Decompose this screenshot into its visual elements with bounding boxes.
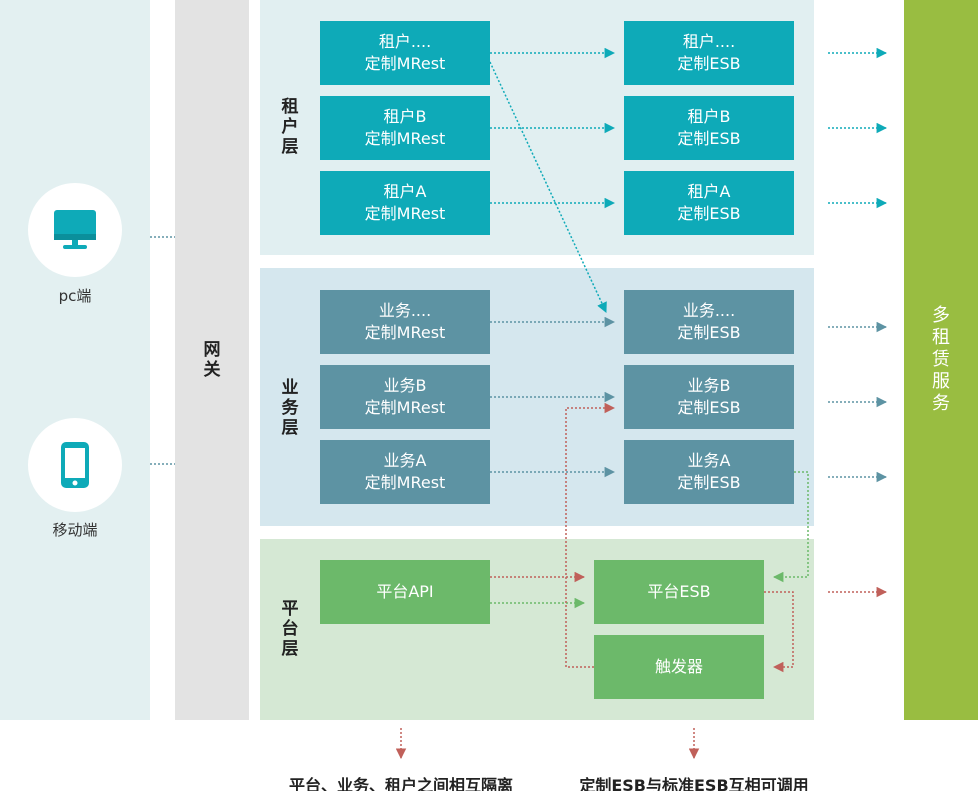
mobile-client-node (28, 418, 122, 512)
platform-layer-label: 平 台 层 (281, 599, 299, 659)
isolation-note: 平台、业务、租户之间相互隔离 (288, 776, 513, 791)
pc-client-label: pc端 (58, 287, 92, 305)
multi-tenant-service-column: 多 租 赁 服 务 (904, 0, 978, 720)
trigger-box[interactable]: 触发器 (594, 635, 764, 699)
business-layer-label: 业 务 层 (281, 378, 299, 438)
tenant-layer-label: 租 户 层 (281, 97, 299, 157)
platform-esb-box[interactable]: 平台ESB (594, 560, 764, 624)
esb-to-trigger-arrow (764, 591, 794, 673)
monitor-icon (54, 210, 96, 249)
tenant-to-business-arrow (489, 61, 607, 313)
gateway-column: 网 关 (175, 0, 249, 720)
business-etc-esb-box[interactable]: 业务....定制ESB (624, 290, 794, 354)
business-etc-mrest-box[interactable]: 业务....定制MRest (320, 290, 490, 354)
interop-note: 定制ESB与标准ESB互相可调用 (579, 776, 809, 791)
trigger-to-business-b-arrow (565, 402, 616, 668)
gateway-label-char: 网 (203, 340, 221, 360)
pc-client-node (28, 183, 122, 277)
smartphone-icon (61, 442, 89, 488)
business-a-to-platform-esb-arrow (772, 471, 809, 583)
tenant-etc-mrest-box[interactable]: 租户....定制MRest (320, 21, 490, 85)
platform-api-box[interactable]: 平台API (320, 560, 490, 624)
mobile-client-label: 移动端 (52, 521, 98, 539)
gateway-label-char: 关 (203, 360, 221, 380)
client-column (0, 0, 150, 720)
tenant-etc-esb-box[interactable]: 租户....定制ESB (624, 21, 794, 85)
